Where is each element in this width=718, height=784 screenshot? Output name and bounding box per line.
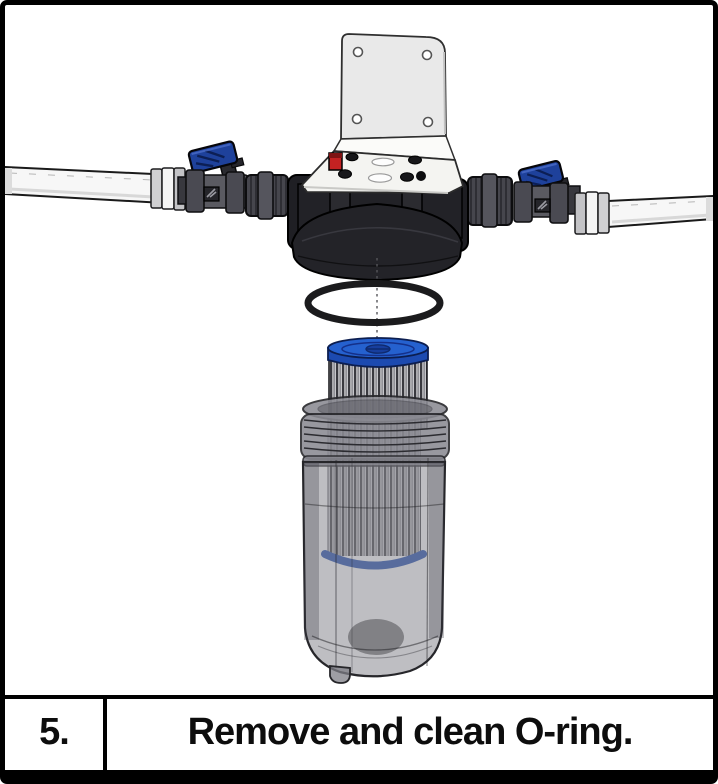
housing-threads: [300, 413, 450, 460]
inlet-shutoff-valve: [177, 140, 249, 214]
instruction-cell: Remove and clean O-ring.: [107, 699, 713, 770]
o-ring: [304, 280, 444, 326]
outlet-valve-label: [534, 198, 551, 213]
cartridge-cap: [327, 337, 429, 368]
plate-hole: [416, 171, 426, 181]
step-number: 5.: [39, 710, 70, 753]
step-number-cell: 5.: [5, 699, 107, 770]
diagram-stage: [4, 33, 714, 684]
housing-foot: [329, 665, 351, 684]
inlet-valve-label: [203, 186, 220, 202]
head-dome: [290, 202, 464, 282]
outlet-union-nut: [467, 173, 513, 228]
bracket-screw-hole: [351, 113, 363, 125]
bolt-head: [345, 152, 359, 162]
caption-table: 5. Remove and clean O-ring.: [5, 695, 713, 779]
plate-slot: [367, 173, 393, 183]
bracket-screw-hole: [352, 46, 364, 58]
inlet-union-nut: [245, 171, 289, 220]
plate-slot: [371, 157, 395, 167]
filter-housing: [300, 395, 450, 684]
filter-head: [287, 174, 469, 282]
bolt-head: [338, 169, 352, 179]
pressure-relief-button: [328, 152, 343, 171]
housing-glass: [301, 460, 447, 678]
bolt-head: [408, 155, 422, 165]
pipe-end-cap: [5, 168, 12, 194]
housing-bottom-inlet: [348, 619, 404, 655]
outlet-pipe: [574, 191, 714, 235]
instruction-text: Remove and clean O-ring.: [187, 710, 634, 753]
bracket-screw-hole: [422, 116, 434, 128]
outlet-shutoff-valve: [513, 159, 581, 224]
filter-diagram: [4, 33, 714, 684]
bolt-head: [400, 172, 414, 182]
outlet-pipe-collar: [574, 191, 610, 235]
bracket-screw-hole: [421, 49, 433, 61]
pipe-end-cap: [706, 197, 713, 221]
mounting-bracket: [300, 33, 465, 194]
